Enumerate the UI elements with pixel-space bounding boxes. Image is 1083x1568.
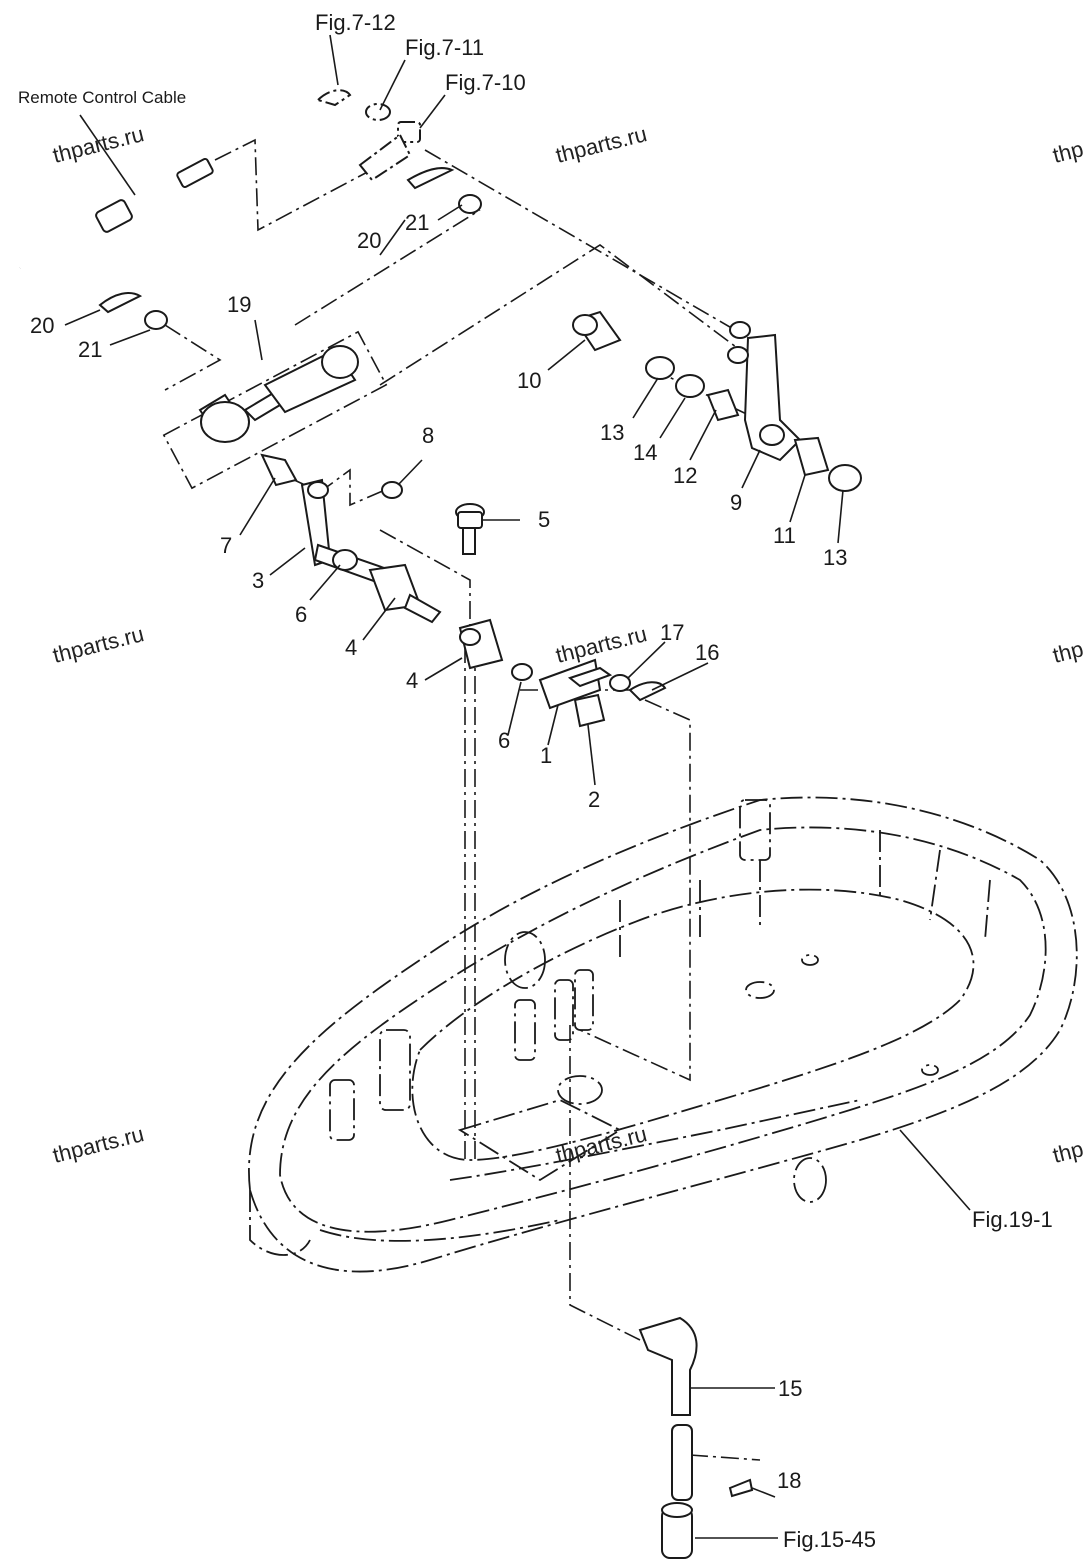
callout-17: 17	[660, 620, 684, 645]
callout-11: 11	[773, 523, 796, 548]
callout-12: 12	[673, 463, 697, 488]
fig-19-1-label: Fig.19-1	[972, 1207, 1053, 1232]
watermark: thparts.ru	[50, 1121, 146, 1168]
joint-19	[198, 345, 359, 443]
callout-21: 21	[78, 337, 102, 362]
callout-20: 20	[30, 313, 54, 338]
callout-14: 14	[633, 440, 657, 465]
callout-3: 3	[252, 568, 264, 593]
watermark: thparts.ru	[553, 1121, 649, 1168]
callout-2: 2	[588, 787, 600, 812]
callout-6: 6	[295, 602, 307, 627]
watermarks: thparts.ru thparts.ru thparts.ru thparts…	[50, 121, 1083, 1168]
lever-9	[572, 310, 862, 492]
callout-4: 4	[345, 635, 357, 660]
part-callouts: 1 2 3 4 4 5 6 6 7 8 9 10 11 12 13 13 14 …	[30, 210, 847, 1493]
bottom-cowling	[248, 796, 1078, 1273]
watermark: thparts.ru	[1050, 621, 1083, 668]
watermark: thparts.ru	[1050, 1121, 1083, 1168]
figure-reference-labels: Fig.7-12 Fig.7-11 Fig.7-10 Fig.19-1 Fig.…	[18, 10, 1053, 1552]
watermark: thparts.ru	[50, 621, 146, 668]
assembly-lines	[162, 138, 781, 1461]
bolt-5	[455, 503, 485, 555]
callout-1: 1	[540, 743, 552, 768]
callout-20: 20	[357, 228, 381, 253]
callout-4: 4	[406, 668, 418, 693]
watermark: thparts.ru	[553, 621, 649, 668]
watermark: thparts.ru	[1050, 121, 1083, 168]
callout-6: 6	[498, 728, 510, 753]
callout-7: 7	[220, 533, 232, 558]
fig-7-10-label: Fig.7-10	[445, 70, 526, 95]
callout-16: 16	[695, 640, 719, 665]
callout-5: 5	[538, 507, 550, 532]
cable-end-parts	[316, 89, 482, 214]
callout-21: 21	[405, 210, 429, 235]
fig-15-45-label: Fig.15-45	[783, 1527, 876, 1552]
clip-washer-left	[98, 292, 168, 330]
callout-10: 10	[517, 368, 541, 393]
callout-8: 8	[422, 423, 434, 448]
callout-18: 18	[777, 1468, 801, 1493]
callout-13: 13	[823, 545, 847, 570]
callout-9: 9	[730, 490, 742, 515]
callout-13: 13	[600, 420, 624, 445]
fig-7-12-label: Fig.7-12	[315, 10, 396, 35]
linkage-parts	[260, 453, 667, 728]
callout-15: 15	[778, 1376, 802, 1401]
leader-lines	[64, 34, 971, 1539]
remote-control-cable	[19, 114, 214, 270]
hose-15	[638, 1316, 754, 1559]
remote-control-cable-label: Remote Control Cable	[18, 88, 186, 107]
callout-19: 19	[227, 292, 251, 317]
fig-7-11-label: Fig.7-11	[405, 35, 484, 60]
watermark: thparts.ru	[50, 121, 146, 168]
watermark: thparts.ru	[553, 121, 649, 168]
